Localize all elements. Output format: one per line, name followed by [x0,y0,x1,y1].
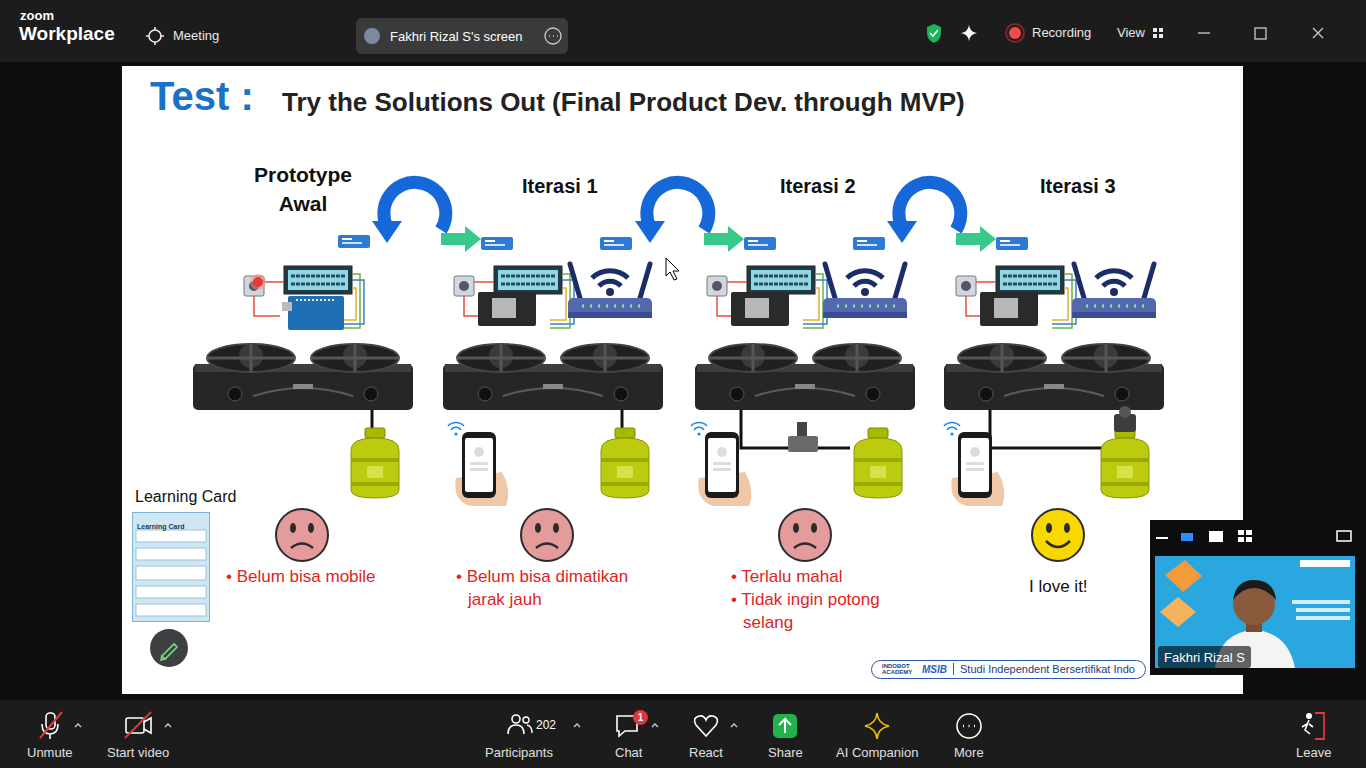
chat-count-badge: 1 [633,710,648,725]
node-text: 1 [638,713,644,723]
toolbar-label: Start video [107,745,169,761]
feedback-note: • Belum bisa mobile [226,566,438,589]
brand-product: Workplace [19,23,115,46]
feedback-note: • Tidak ingin potong selang [731,589,923,635]
view-label: View [1117,25,1145,41]
stage-heading: Iterasi 1 [522,174,598,198]
screen-share-tab: Fakhri Rizal S's screen [356,18,568,54]
node-text: Studi Independent Bersertifikat Indo [953,663,1135,675]
toolbar-label: More [954,745,984,761]
brand-name: zoom [20,8,54,24]
toolbar-label: AI Companion [836,745,918,761]
feedback-note: • Terlalu mahal [731,566,933,589]
card-caption: Learning Card [135,487,236,506]
node-text: MSIB [922,664,947,675]
toolbar-label: Leave [1296,745,1331,761]
footer-badge: INDOBOT ACADEMY MSIB Studi Independent Ber… [871,660,1146,679]
stage-heading: Iterasi 3 [1040,174,1116,198]
node-text: INDOBOT ACADEMY [882,663,916,676]
slide-title: Try the Solutions Out (Final Product Dev… [282,87,965,118]
stage-heading: Prototype Awal [233,160,373,219]
title-prefix: Test : [150,74,254,118]
toolbar-label: React [689,745,723,761]
learning-card-thumbnail: Learning Card [132,512,210,622]
node-text: Fakhri Rizal S's screen [390,29,523,44]
menu-label: Meeting [173,28,219,44]
toolbar-label: Share [768,745,803,761]
participant-count: 202 [536,718,556,732]
stage-heading: Iterasi 2 [780,174,856,198]
toolbar-label: Unmute [27,745,73,761]
feedback-note: • Belum bisa dimatikan jarak jauh [456,566,668,612]
node-text: Learning Card [137,523,184,530]
node-text: Fakhri Rizal S [1164,650,1245,665]
toolbar-label: Chat [615,745,642,761]
feedback-note: I love it! [1029,577,1088,597]
recording-label: Recording [1032,25,1091,41]
toolbar-label: Participants [485,745,553,761]
participant-name-tag: Fakhri Rizal S [1158,646,1251,668]
